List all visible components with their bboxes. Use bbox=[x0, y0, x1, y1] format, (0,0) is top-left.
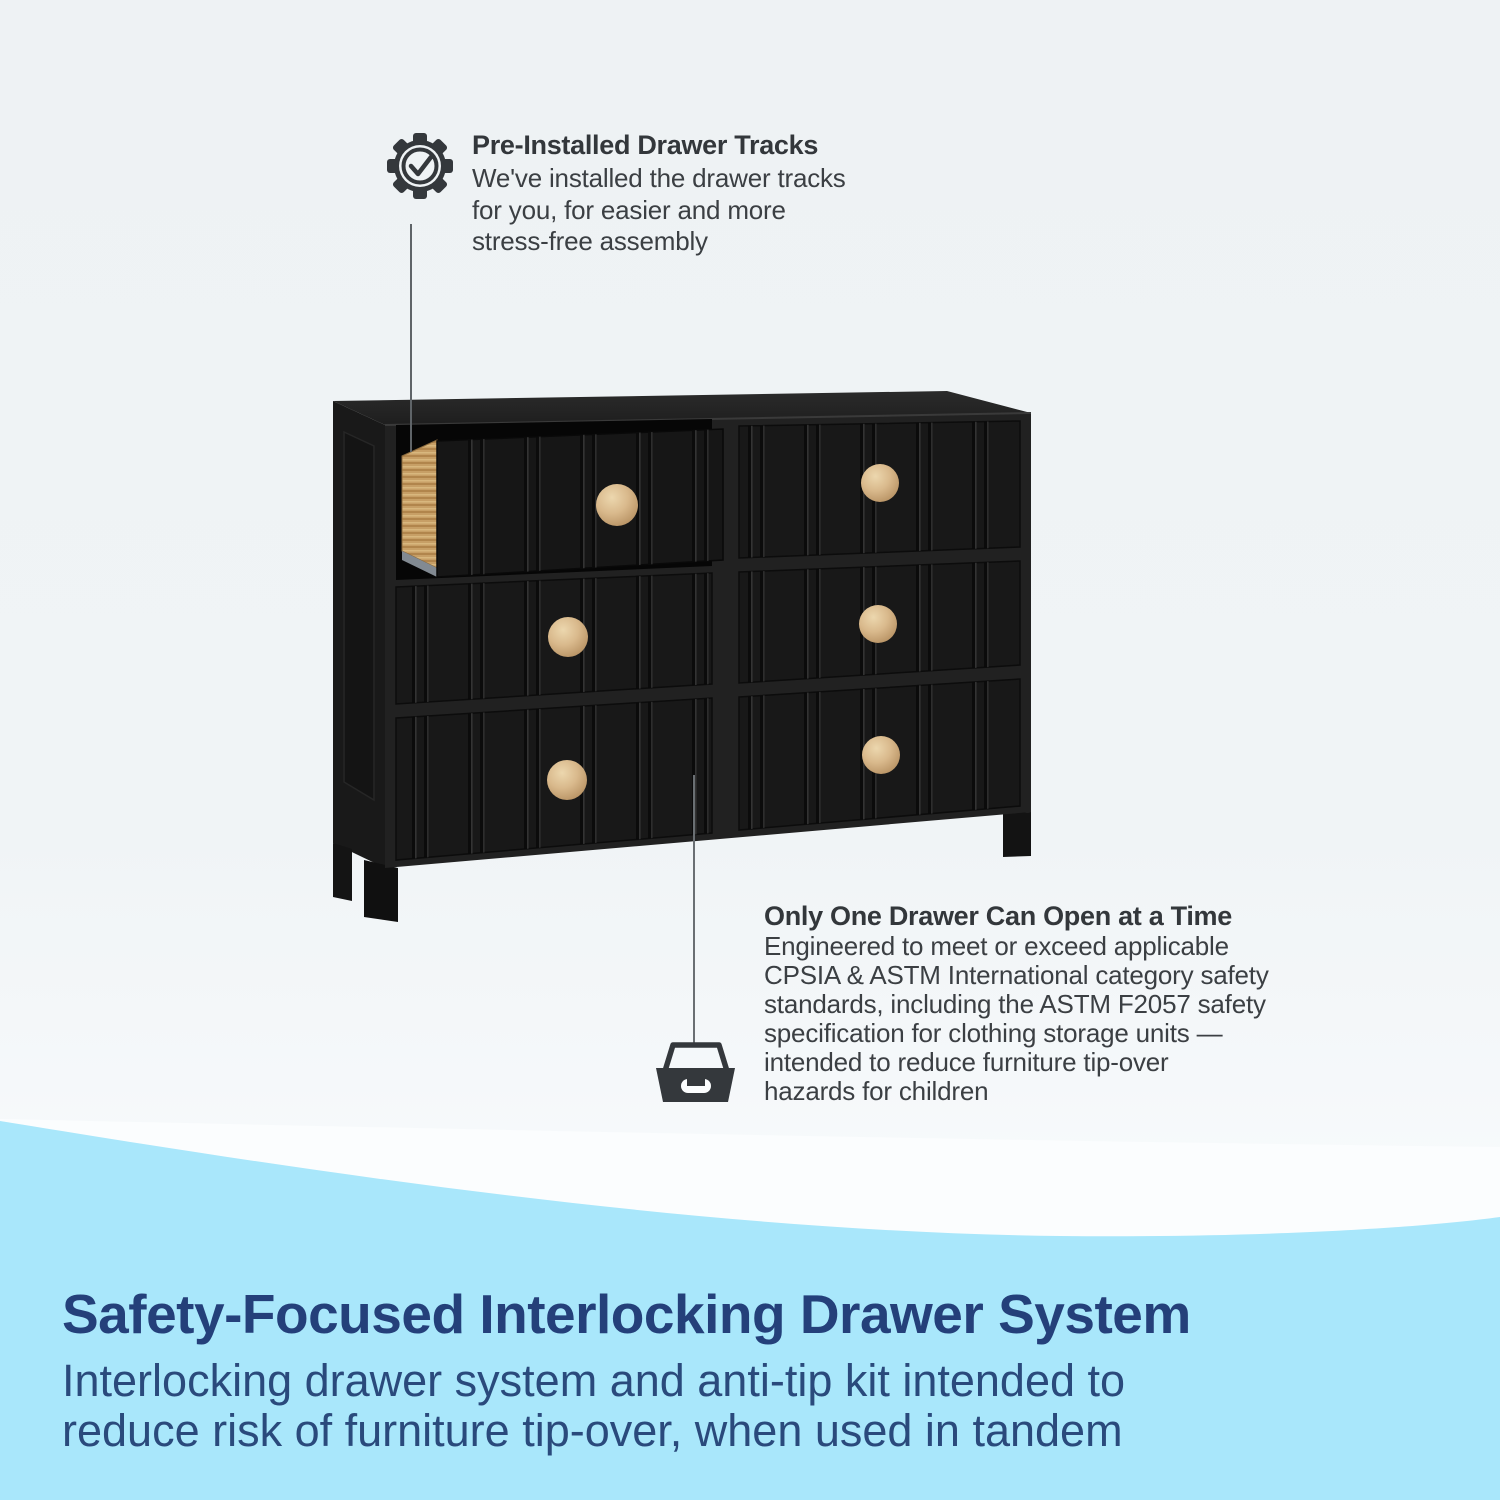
dresser-illustration bbox=[333, 391, 1032, 922]
gear-check-icon bbox=[387, 133, 453, 199]
dresser-leg-front-right bbox=[1003, 812, 1031, 857]
drawer-knob-middle-left bbox=[548, 617, 588, 657]
drawer-front-bottom-right bbox=[738, 678, 1021, 831]
wave-blue-section bbox=[0, 1121, 1500, 1500]
dresser-top-surface bbox=[333, 391, 1031, 425]
drawer-front-middle-right bbox=[738, 560, 1021, 684]
drawer-front-middle-left bbox=[395, 572, 713, 705]
dresser-leg-back-left bbox=[333, 843, 352, 901]
front-top-edge-highlight bbox=[384, 412, 1032, 426]
drawer-knob-bottom-left bbox=[547, 760, 587, 800]
callout-interlock-title: Only One Drawer Can Open at a Time bbox=[764, 901, 1232, 931]
open-drawer-track-rail bbox=[402, 551, 437, 577]
drawer-knob-middle-right bbox=[859, 605, 897, 643]
drawer-knob-open-drawer bbox=[596, 484, 638, 526]
drawer-knob-bottom-right bbox=[862, 736, 900, 774]
footer-headline: Safety-Focused Interlocking Drawer Syste… bbox=[62, 1283, 1191, 1345]
drawer-front-top-right bbox=[738, 420, 1021, 559]
open-drawer-wood-side bbox=[401, 439, 438, 569]
drawer-icon bbox=[656, 1042, 735, 1102]
callout-one-drawer-at-a-time: Only One Drawer Can Open at a Time Engin… bbox=[764, 901, 1269, 1106]
callout-interlock-body: Engineered to meet or exceed applicable … bbox=[764, 931, 1269, 1106]
drawer-front-bottom-left bbox=[395, 697, 713, 861]
open-drawer bbox=[401, 428, 724, 578]
footer-subtext: Interlocking drawer system and anti-tip … bbox=[62, 1355, 1126, 1456]
callout-pre-installed-tracks: Pre-Installed Drawer Tracks We've instal… bbox=[472, 130, 846, 258]
dresser-leg-front-left bbox=[364, 860, 398, 922]
callout-tracks-title: Pre-Installed Drawer Tracks bbox=[472, 130, 819, 160]
drawer-knob-top-right bbox=[861, 464, 899, 502]
callout-tracks-body: We've installed the drawer tracks for yo… bbox=[472, 163, 846, 256]
wave-white-band bbox=[0, 1119, 1500, 1237]
dresser-left-panel-inset bbox=[343, 430, 375, 802]
